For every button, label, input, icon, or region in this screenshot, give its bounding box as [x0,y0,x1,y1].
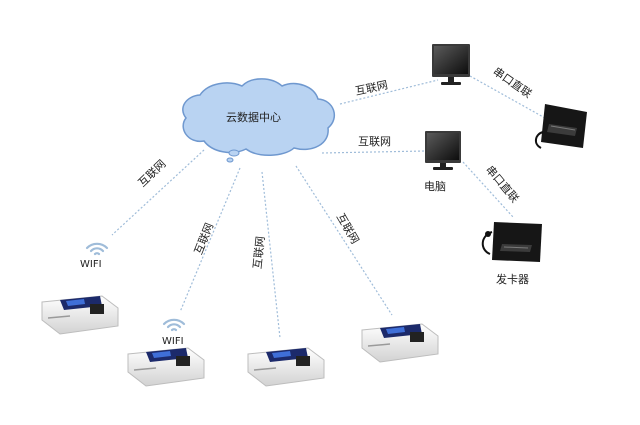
label-internet-terminal1: 互联网 [136,157,169,189]
wifi-label: WIFI [80,259,102,270]
link-cloud-pc2 [321,150,426,154]
label-internet-pc1: 互联网 [354,78,389,98]
label-internet-pc2: 互联网 [358,135,391,148]
terminal-icon [247,347,325,387]
link-cloud-pc1 [339,79,439,105]
wifi-label: WIFI [162,336,184,347]
terminal-icon [41,295,119,335]
wifi-icon [85,242,109,256]
card-reader-icon [481,222,542,262]
link-cloud-terminal1 [111,149,205,236]
pc-label: 电脑 [424,180,446,193]
label-internet-terminal3: 互联网 [251,235,267,269]
monitor-icon [425,131,461,170]
wifi-icon [162,318,186,332]
monitor-icon [432,44,470,85]
label-serial-pc1: 串口直联 [491,64,535,101]
link-cloud-terminal2 [179,167,241,313]
link-pc2-reader [462,161,514,218]
terminal-icon [361,323,439,363]
terminal-icon [127,347,205,387]
card-reader-icon [535,104,587,149]
label-internet-terminal4: 互联网 [334,211,362,246]
card-issuer-label: 发卡器 [496,272,529,286]
label-serial-pc2: 串口直联 [483,163,522,206]
cloud-icon [182,78,336,163]
connection-lines [111,75,546,339]
label-internet-terminal2: 互联网 [192,221,216,256]
cloud-label: 云数据中心 [226,110,281,124]
link-cloud-terminal4 [295,165,393,316]
